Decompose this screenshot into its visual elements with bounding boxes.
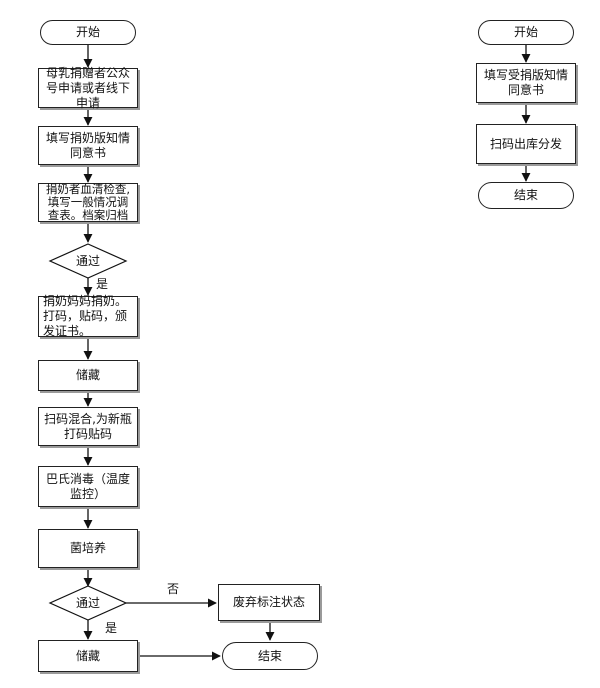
decision2-yes-label: 是 — [105, 621, 118, 635]
left-end-terminal: 结束 — [222, 642, 318, 670]
left-step3-label: 捐奶者血清检查,填写一般情况调查表。档案归档 — [45, 182, 131, 222]
left-step5-box: 储藏 — [38, 360, 138, 391]
left-step2-box: 填写捐奶版知情同意书 — [38, 126, 138, 165]
left-step6-box: 扫码混合,为新瓶打码贴码 — [38, 407, 138, 446]
left-step7-box: 巴氏消毒（温度监控） — [38, 466, 138, 507]
right-step2-box: 扫码出库分发 — [476, 124, 576, 164]
left-step4-box: 捐奶妈妈捐奶。打码，贴码，颁发证书。 — [38, 294, 138, 338]
left-step3-box: 捐奶者血清检查,填写一般情况调查表。档案归档 — [38, 183, 138, 222]
right-step1-label: 填写受捐版知情同意书 — [483, 68, 568, 97]
left-step8-box: 菌培养 — [38, 529, 138, 568]
left-start-terminal: 开始 — [40, 20, 136, 45]
left-step6-label: 扫码混合,为新瓶打码贴码 — [44, 411, 132, 441]
left-step1-label: 母乳捐赠者公众号申请或者线下申请 — [45, 65, 130, 110]
right-step2-label: 扫码出库分发 — [489, 136, 562, 151]
right-step1-box: 填写受捐版知情同意书 — [476, 63, 576, 103]
decision1-label: 通过 — [75, 254, 100, 268]
decision2-diamond — [48, 585, 128, 621]
left-step9-box: 储藏 — [38, 640, 138, 672]
left-step5-label: 储藏 — [75, 368, 100, 382]
left-start-label: 开始 — [75, 25, 100, 39]
left-step7-label: 巴氏消毒（温度监控） — [45, 471, 130, 501]
left-end-label: 结束 — [257, 648, 282, 663]
right-end-terminal: 结束 — [478, 182, 574, 209]
decision1-yes-label: 是 — [96, 277, 109, 291]
right-end-label: 结束 — [513, 188, 538, 202]
left-step4-label: 捐奶妈妈捐奶。打码，贴码，颁发证书。 — [43, 294, 128, 338]
decision2-no-label: 否 — [167, 582, 180, 596]
right-start-label: 开始 — [513, 25, 538, 39]
left-step1-box: 母乳捐赠者公众号申请或者线下申请 — [38, 65, 138, 110]
left-step8-label: 菌培养 — [69, 541, 106, 555]
left-step9-label: 储藏 — [75, 648, 100, 663]
discard-label: 废弃标注状态 — [232, 595, 305, 609]
right-start-terminal: 开始 — [478, 20, 574, 45]
decision2-label: 通过 — [75, 596, 100, 610]
left-step2-label: 填写捐奶版知情同意书 — [45, 130, 130, 160]
decision1-diamond — [48, 243, 128, 279]
discard-box: 废弃标注状态 — [218, 584, 320, 621]
